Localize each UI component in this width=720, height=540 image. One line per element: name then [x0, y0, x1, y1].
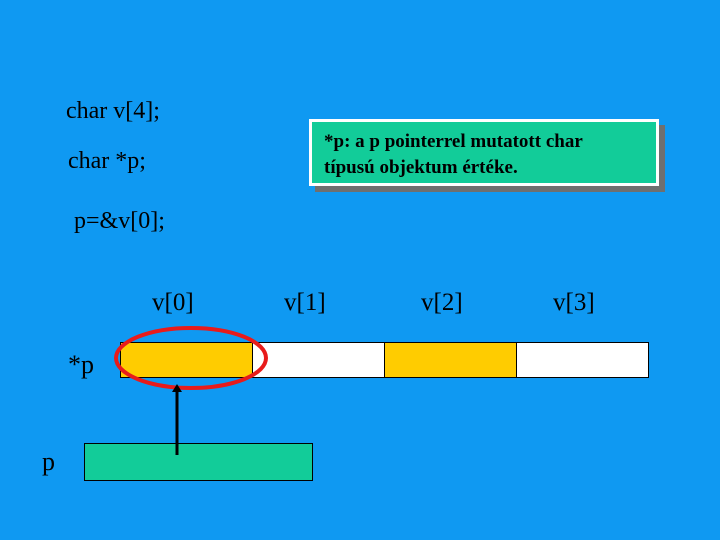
char-array [120, 342, 649, 378]
note-line-2: típusú objektum értéke. [324, 157, 518, 178]
array-cell-v3 [516, 342, 649, 378]
deref-label: *p [68, 350, 94, 379]
code-line-assign-pointer: p=&v[0]; [74, 208, 165, 234]
cell-label-v0: v[0] [152, 289, 194, 316]
cell-label-v2: v[2] [421, 289, 463, 316]
explanation-note: *p: a p pointerrel mutatott char típusú … [309, 119, 659, 186]
array-cell-v0 [120, 342, 253, 378]
code-line-declare-array: char v[4]; [66, 98, 160, 124]
array-cell-v2 [384, 342, 517, 378]
note-line-1: *p: a p pointerrel mutatott char [324, 131, 583, 152]
pointer-label: p [42, 447, 55, 476]
array-cell-v1 [252, 342, 385, 378]
code-line-declare-pointer: char *p; [68, 148, 146, 174]
pointer-variable-box [84, 443, 313, 481]
cell-label-v3: v[3] [553, 289, 595, 316]
cell-label-v1: v[1] [284, 289, 326, 316]
